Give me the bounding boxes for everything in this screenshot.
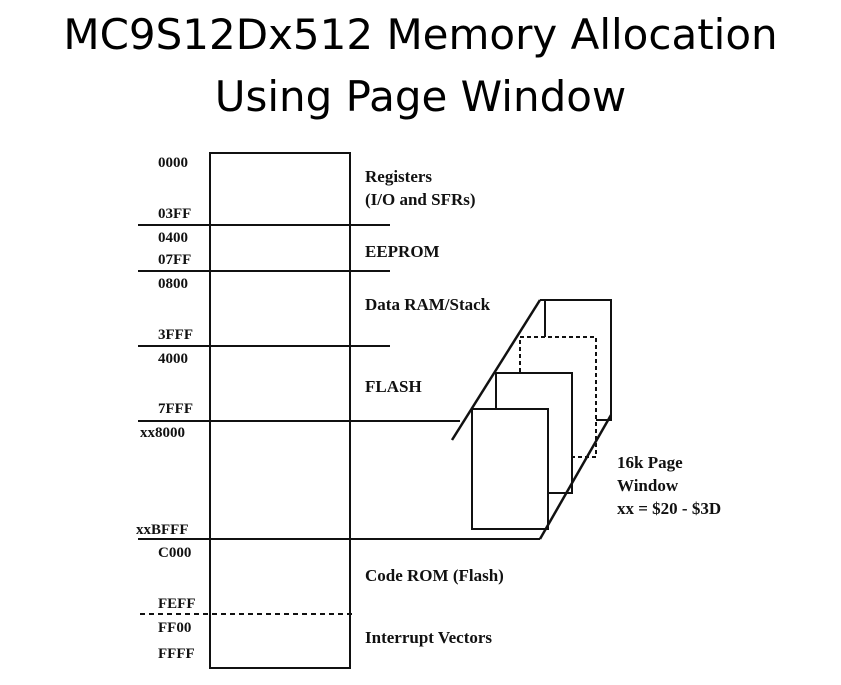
addr-ffff: FFFF xyxy=(158,646,195,662)
addr-ff00: FF00 xyxy=(158,620,191,636)
page-frame-1 xyxy=(471,408,549,530)
page-window-stack xyxy=(450,299,613,540)
addr-0800: 0800 xyxy=(158,276,188,292)
addr-xxbfff: xxBFFF xyxy=(136,522,189,538)
addr-07ff: 07FF xyxy=(158,252,191,268)
region-code-rom: Code ROM (Flash) xyxy=(365,566,504,585)
window-edge-top-left xyxy=(450,299,542,441)
addr-0000: 0000 xyxy=(158,155,188,171)
region-data-ram: Data RAM/Stack xyxy=(365,295,491,314)
addr-4000: 4000 xyxy=(158,351,188,367)
slide-title: MC9S12Dx512 Memory Allocation Using Page… xyxy=(0,4,841,128)
region-eeprom: EEPROM xyxy=(365,242,440,261)
window-edge-bottom-right xyxy=(538,414,613,540)
region-interrupt-vectors: Interrupt Vectors xyxy=(365,628,492,647)
page-window-label-1: 16k Page xyxy=(617,453,683,472)
title-line-2: Using Page Window xyxy=(214,72,627,121)
addr-c000: C000 xyxy=(158,545,191,561)
region-flash: FLASH xyxy=(365,377,422,396)
region-registers: Registers xyxy=(365,167,432,186)
title-line-1: MC9S12Dx512 Memory Allocation xyxy=(63,10,778,59)
memory-column xyxy=(209,152,351,669)
addr-3fff: 3FFF xyxy=(158,327,193,343)
page-window-label-3: xx = $20 - $3D xyxy=(617,499,721,518)
region-registers-sub: (I/O and SFRs) xyxy=(365,190,476,209)
addr-03ff: 03FF xyxy=(158,206,191,222)
addr-xx8000: xx8000 xyxy=(140,425,185,441)
addr-7fff: 7FFF xyxy=(158,401,193,417)
addr-feff: FEFF xyxy=(158,596,196,612)
addr-0400: 0400 xyxy=(158,230,188,246)
page-window-label-2: Window xyxy=(617,476,679,495)
